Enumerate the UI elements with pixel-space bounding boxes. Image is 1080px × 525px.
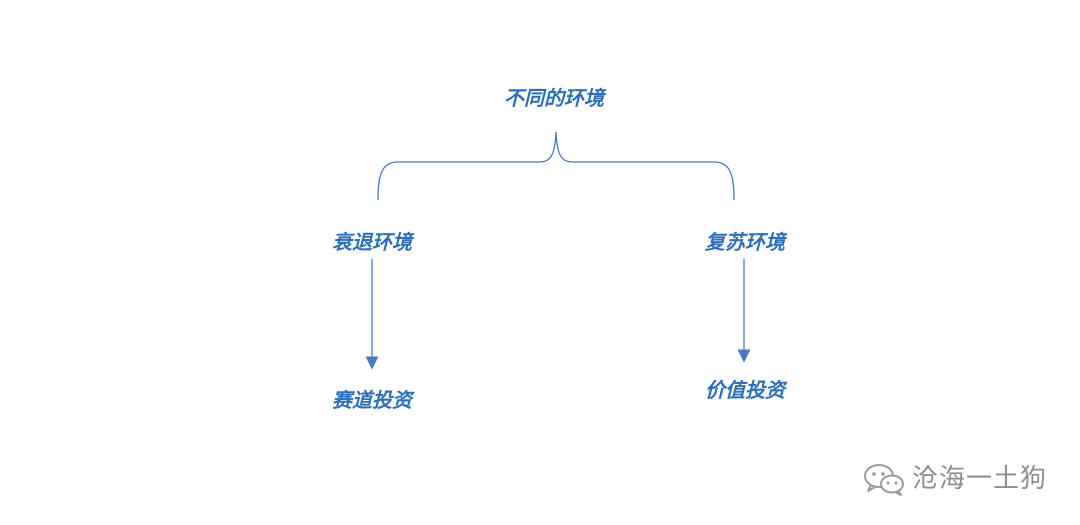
leaf-value-investing-label: 价值投资 — [705, 378, 785, 402]
branch-recession-label: 衰退环境 — [332, 230, 412, 254]
wechat-icon — [864, 464, 904, 496]
leaf-track-investing-label: 赛道投资 — [332, 388, 412, 412]
watermark: 沧海一土狗 — [862, 462, 1047, 496]
root-brace — [377, 131, 735, 201]
watermark-text: 沧海一土狗 — [912, 464, 1048, 494]
branch-recovery-label: 复苏环境 — [705, 230, 785, 254]
root-node-label: 不同的环境 — [504, 86, 604, 110]
